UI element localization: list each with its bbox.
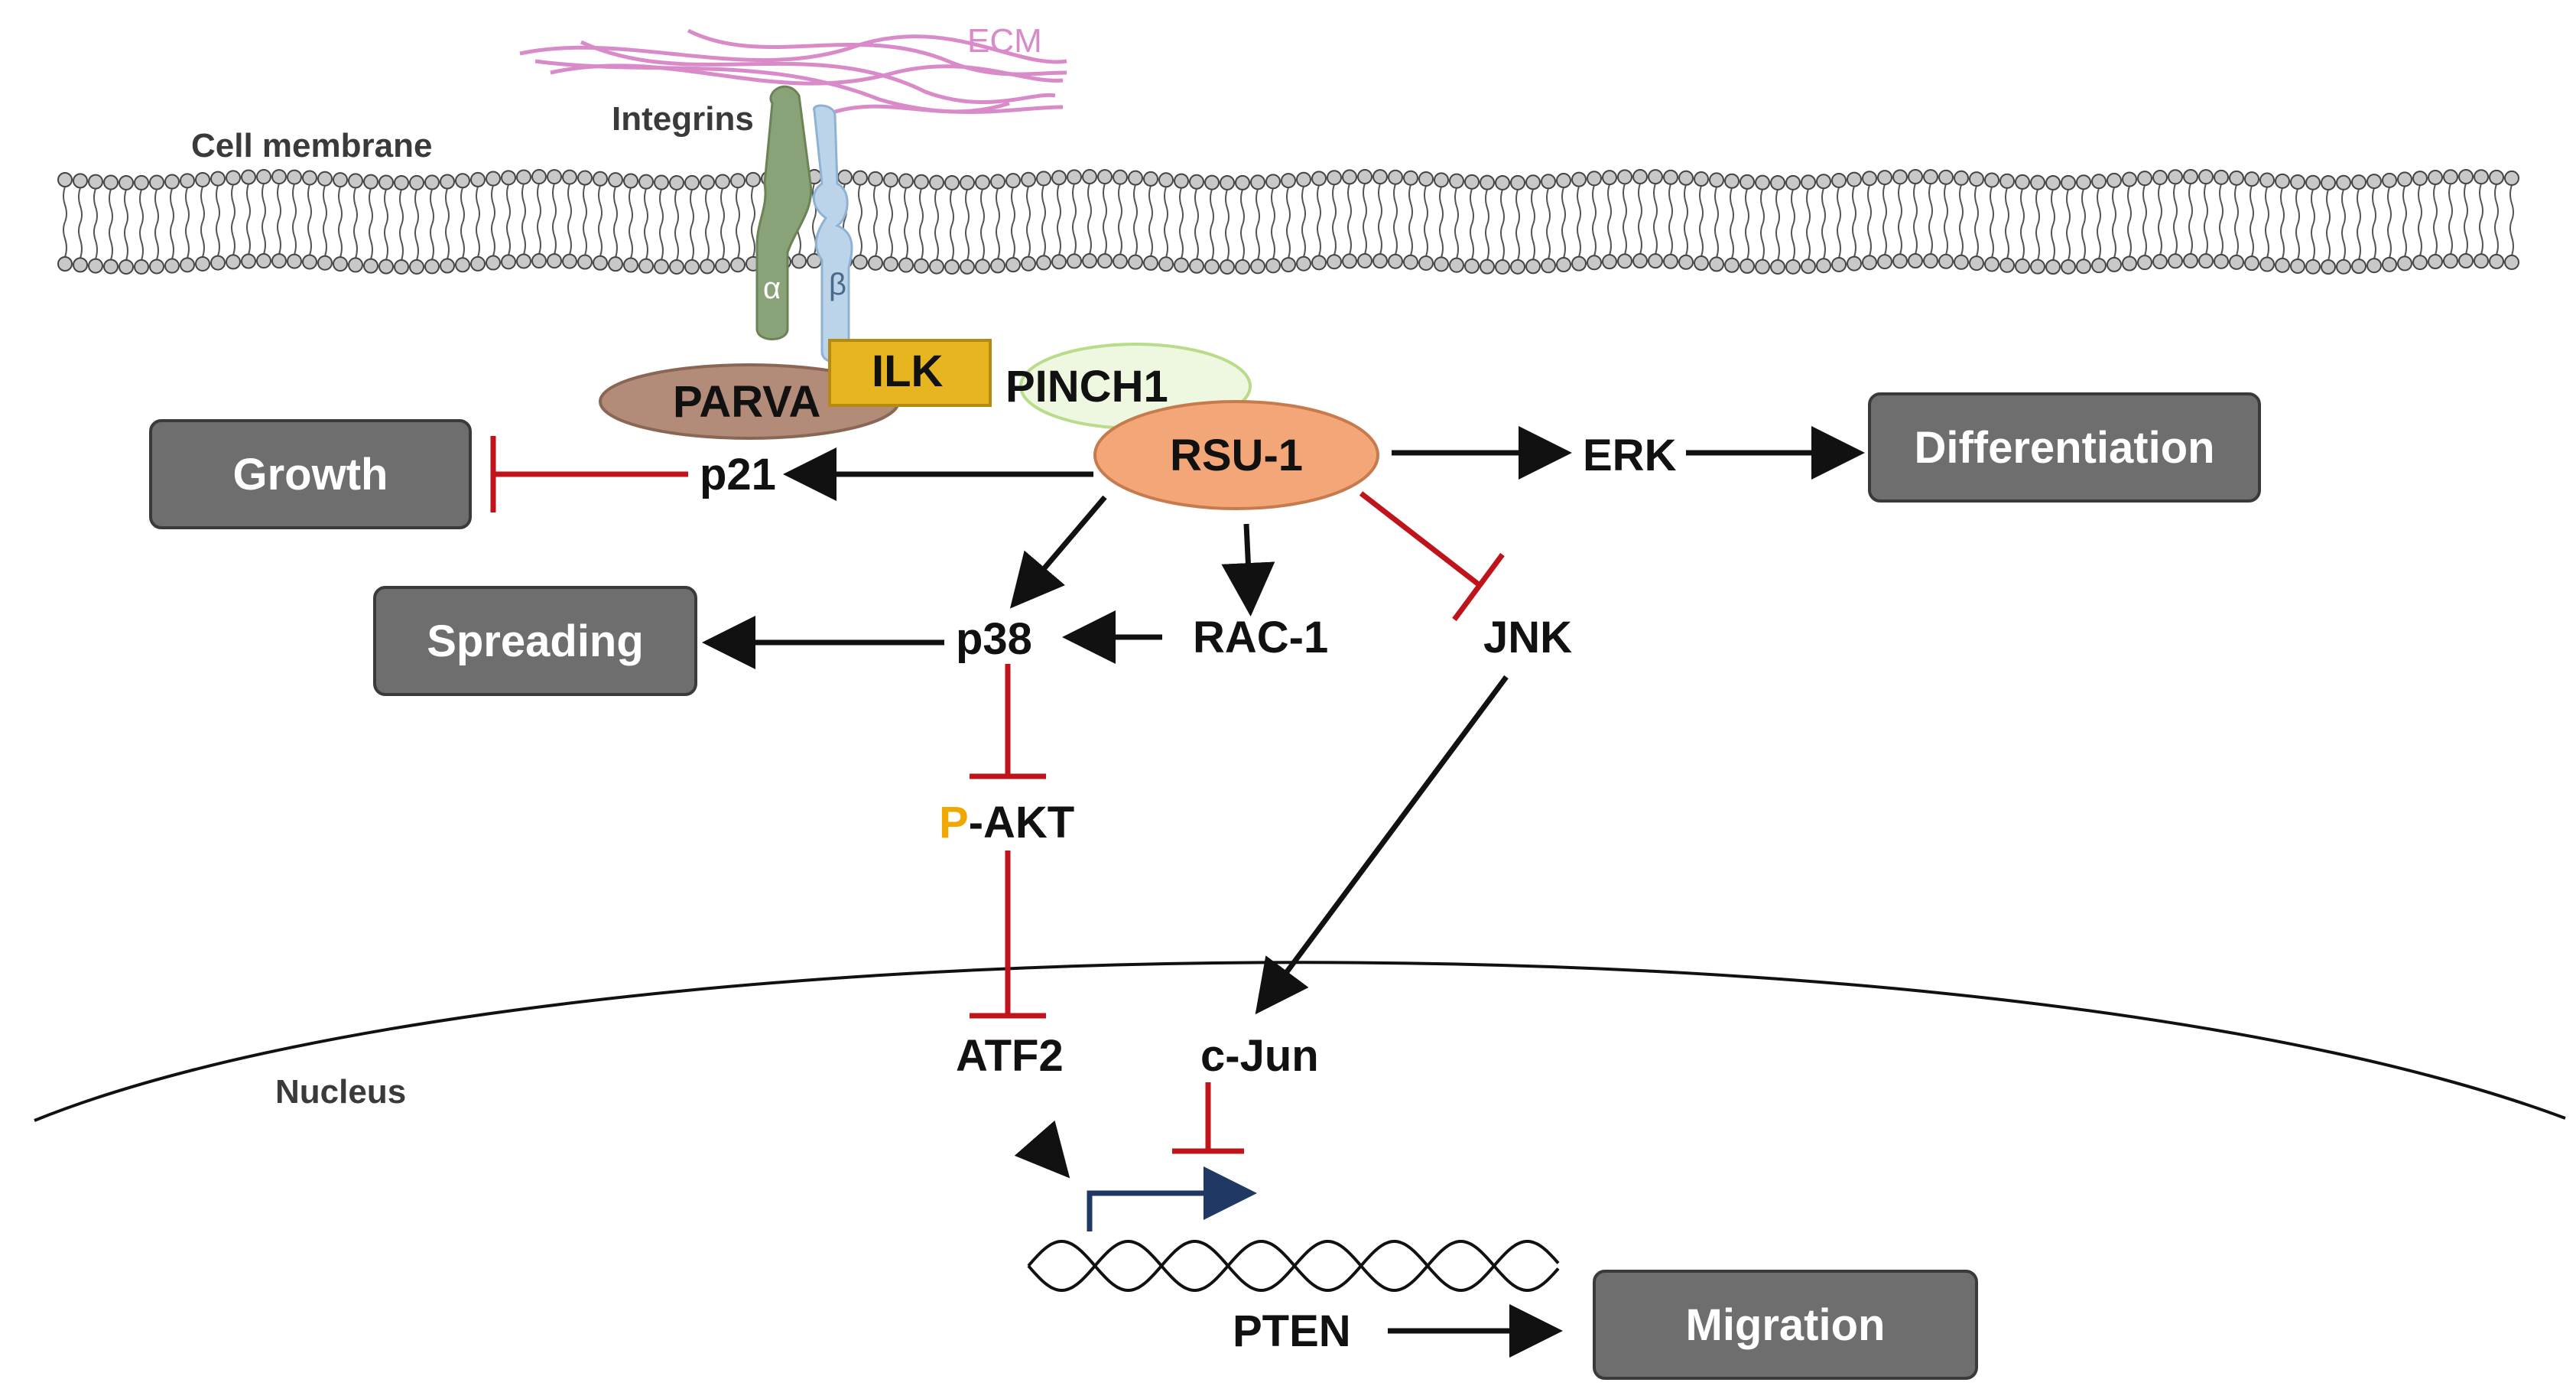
p38-label: p38 bbox=[956, 614, 1032, 664]
p-akt-label: P-AKT bbox=[939, 798, 1074, 847]
growth-box bbox=[149, 419, 472, 529]
edge-rsu1-rac1 bbox=[1221, 523, 1275, 616]
integrin-beta: β bbox=[812, 104, 853, 363]
pten-label: PTEN bbox=[1233, 1306, 1351, 1356]
growth-label: Growth bbox=[233, 450, 388, 499]
edge-p21-growth bbox=[490, 436, 688, 512]
erk-label: ERK bbox=[1583, 431, 1677, 480]
ilk-label: ILK bbox=[872, 346, 944, 396]
edge-jnk-cjun bbox=[1255, 675, 1509, 1015]
edge-p38-pakt bbox=[970, 664, 1046, 779]
edge-atf2-pten bbox=[1014, 1120, 1070, 1179]
spreading-box bbox=[373, 586, 697, 696]
atf2-label: ATF2 bbox=[956, 1031, 1064, 1081]
akt-suffix: -AKT bbox=[969, 798, 1075, 847]
edge-cjun-pten bbox=[1172, 1082, 1244, 1154]
beta-label: β bbox=[829, 268, 846, 301]
transcription-start-arrow bbox=[1087, 1166, 1257, 1231]
integrins-label: Integrins bbox=[612, 100, 754, 138]
differentiation-box bbox=[1868, 392, 2261, 503]
parva-label: PARVA bbox=[673, 377, 820, 427]
edge-pakt-atf2 bbox=[970, 851, 1046, 1019]
ecm-label: ECM bbox=[967, 22, 1042, 60]
phospho-prefix: P bbox=[939, 798, 969, 847]
migration-label: Migration bbox=[1686, 1300, 1886, 1350]
activation-arrows bbox=[702, 426, 1865, 1358]
alpha-label: α bbox=[763, 272, 781, 305]
cell-membrane-bilayer bbox=[57, 169, 2519, 275]
edge-rsu1-jnk bbox=[1359, 491, 1505, 622]
migration-box bbox=[1593, 1270, 1978, 1380]
cell-membrane-label: Cell membrane bbox=[191, 127, 432, 164]
dna-helix bbox=[1027, 1240, 1560, 1292]
rac1-label: RAC-1 bbox=[1193, 613, 1328, 662]
nucleus-label: Nucleus bbox=[275, 1073, 406, 1111]
jnk-label: JNK bbox=[1483, 613, 1572, 662]
c-jun-label: c-Jun bbox=[1200, 1031, 1319, 1081]
rsu1-label: RSU-1 bbox=[1170, 431, 1303, 480]
spreading-label: Spreading bbox=[427, 616, 644, 666]
ecm-fibers bbox=[519, 28, 1067, 117]
inhibition-edges bbox=[490, 436, 1505, 1154]
ilk-node bbox=[828, 339, 992, 407]
integrin-alpha: α bbox=[755, 85, 813, 340]
edge-rsu1-p38 bbox=[1009, 495, 1107, 609]
rsu1-node bbox=[1093, 400, 1379, 510]
differentiation-label: Differentiation bbox=[1914, 423, 2214, 473]
p21-label: p21 bbox=[700, 450, 776, 499]
pinch1-label: PINCH1 bbox=[1005, 362, 1168, 411]
